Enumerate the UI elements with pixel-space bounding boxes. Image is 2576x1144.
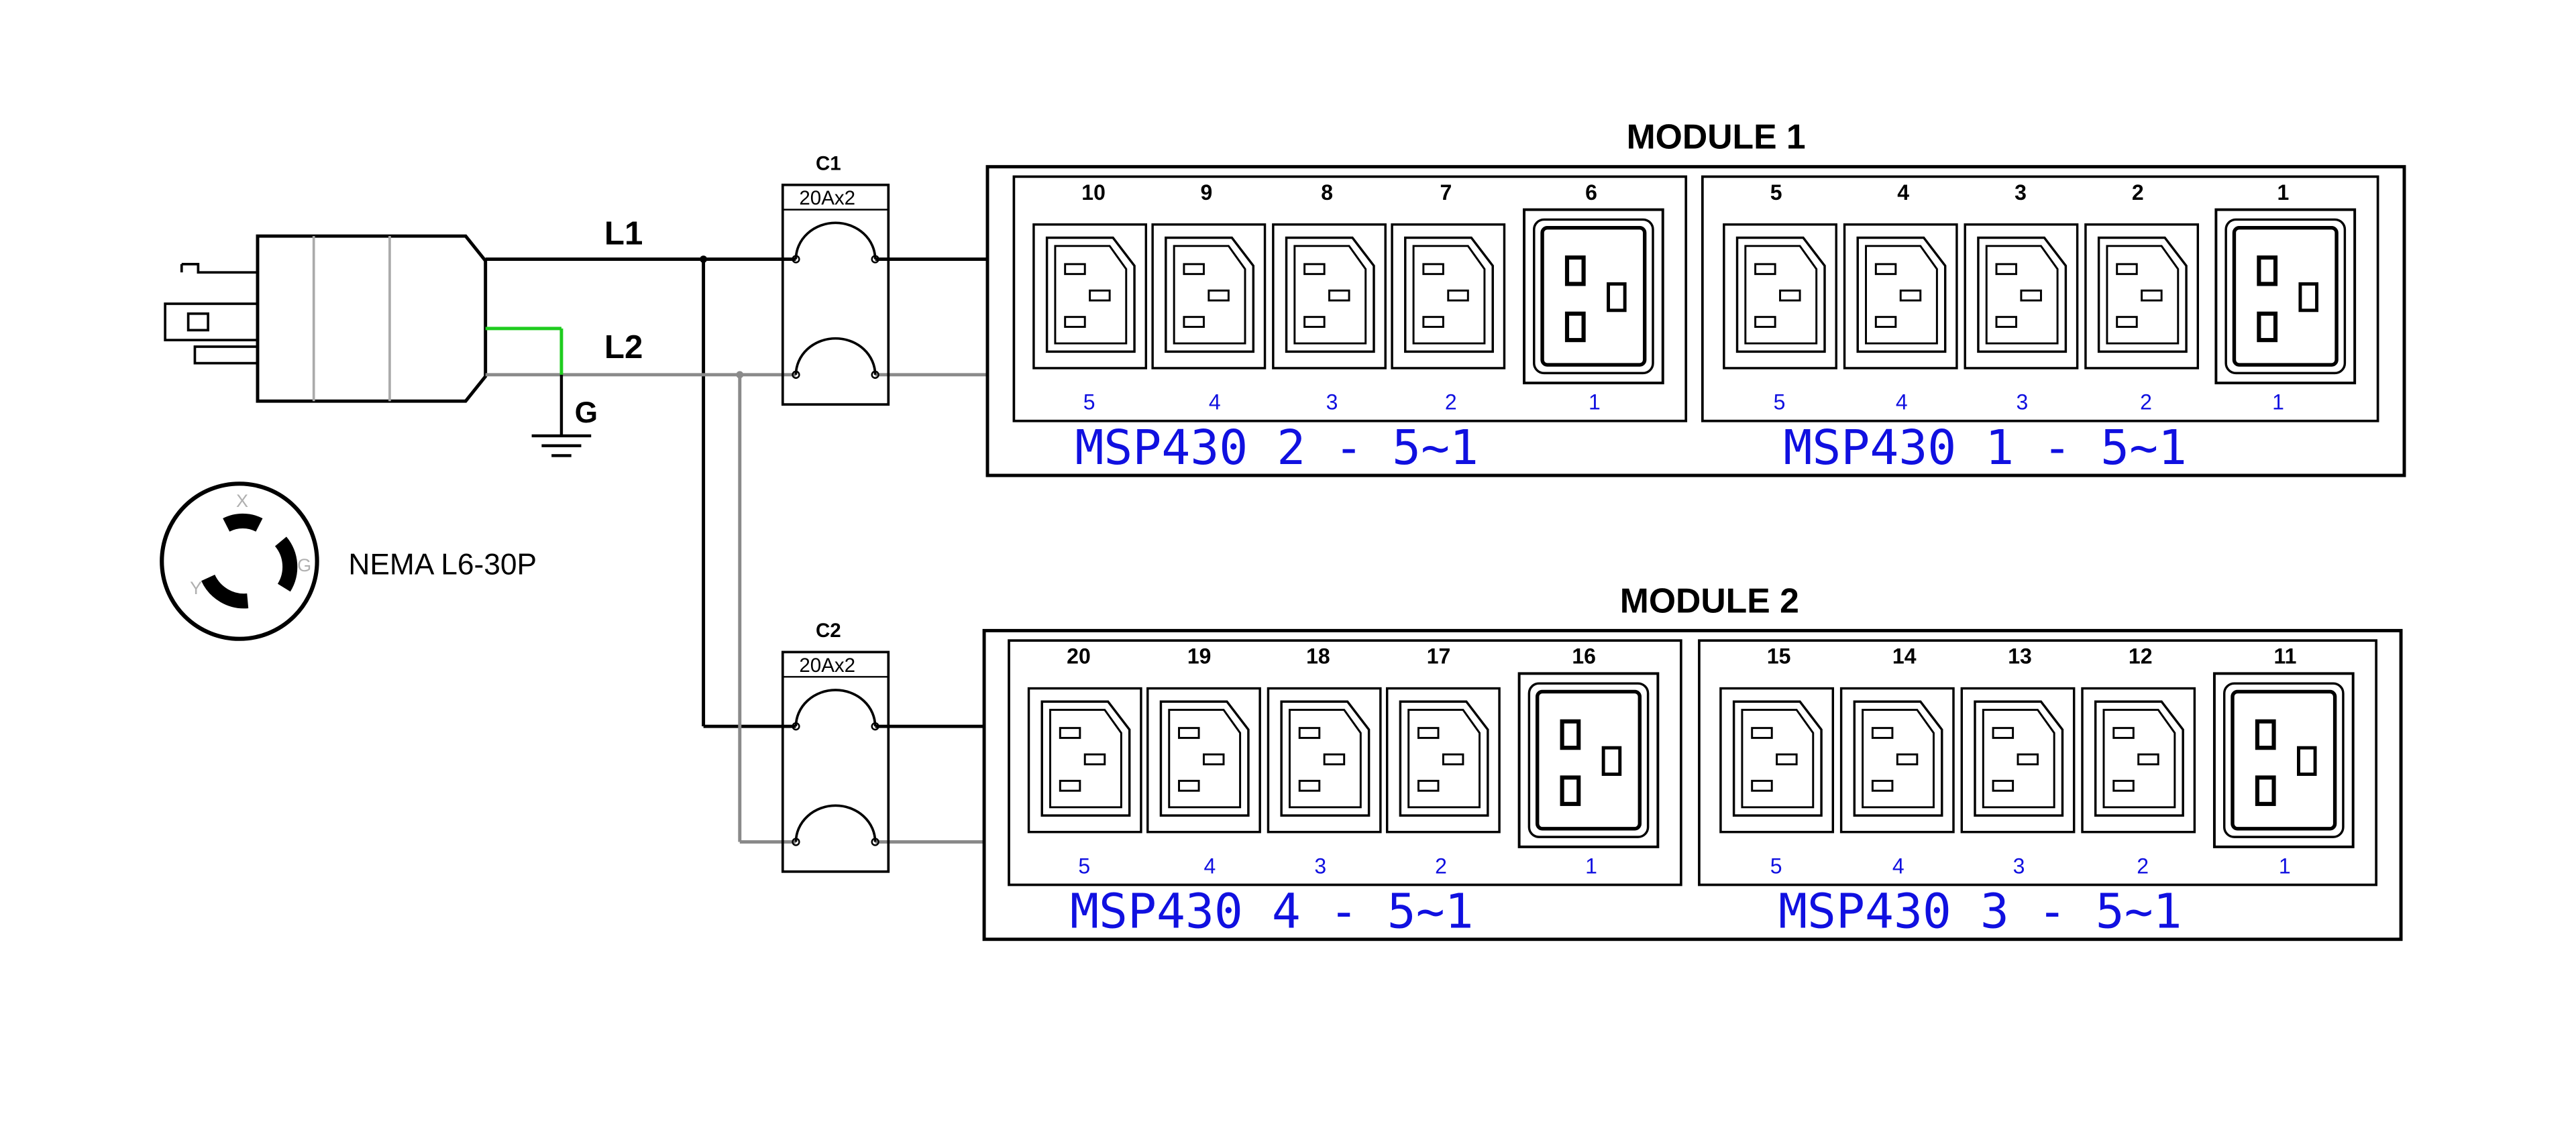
plug-type-label: NEMA L6-30P [348,549,537,581]
c13-outlet [1385,687,1501,834]
outlet-group-msp430-3: 15 14 13 12 11 5 4 3 2 1 MSP430 3 - 5~1 [1698,639,2378,939]
outlet-number: 19 [1187,644,1212,669]
c13-outlet [1960,687,2076,834]
outlet-group-label: MSP430 3 - 5~1 [1778,884,2182,939]
outlet-number: 14 [1892,644,1917,669]
ground-symbol [531,374,592,457]
terminal-y-label: Y [190,577,202,598]
outlet-sub-number: 3 [2013,854,2025,878]
c13-outlet [1723,223,1837,369]
wire-l1 [485,258,987,728]
module-1: MODULE 1 10 9 8 7 6 5 4 3 2 1 MSP430 2 -… [985,117,2406,477]
outlet-number: 2 [2132,180,2144,205]
outlet-sub-number: 4 [1203,854,1216,878]
outlet-sub-number: 2 [2137,854,2149,878]
ground-label: G [575,396,598,429]
outlet-group-label: MSP430 4 - 5~1 [1070,884,1474,939]
c19-outlet [1519,673,1658,846]
outlet-number: 1 [2277,180,2289,205]
outlet-number: 17 [1427,644,1451,669]
c13-outlet [1272,223,1387,369]
outlet-group-label: MSP430 1 - 5~1 [1783,420,2187,475]
breaker-c2-rating: 20Ax2 [799,654,855,677]
c13-outlet [1391,223,1506,369]
l1-junction [700,255,708,263]
nema-plug-face: X Y G [160,481,319,641]
c13-outlet [2084,223,2200,369]
c13-outlet [1267,687,1382,834]
plug-body [164,234,488,403]
outlet-sub-number: 2 [1435,854,1447,878]
module-1-title: MODULE 1 [1627,117,1806,156]
module-1-frame [985,165,2406,477]
c13-outlet [1839,687,1955,834]
breaker-c2-box [781,650,890,873]
outlet-sub-number: 1 [1589,390,1601,414]
breaker-c1-box [781,183,890,406]
wire-l2 [485,373,987,844]
l1-label: L1 [604,215,643,251]
breaker-c2: C2 20Ax2 [781,620,890,873]
outlet-number: 5 [1770,180,1782,205]
outlet-number: 20 [1067,644,1091,669]
outlet-number: 16 [1572,644,1596,669]
l2-junction [736,371,744,379]
outlet-sub-number: 4 [1209,390,1221,414]
breaker-c2-id: C2 [816,620,841,642]
outlet-number: 12 [2129,644,2153,669]
outlet-number: 4 [1897,180,1909,205]
outlet-number: 10 [1081,180,1106,205]
c13-outlet [1151,223,1267,369]
outlet-sub-number: 1 [1585,854,1597,878]
breaker-c1: C1 20Ax2 [781,153,890,406]
outlet-sub-number: 5 [1774,390,1786,414]
outlet-sub-number: 4 [1896,390,1908,414]
outlet-number: 13 [2008,644,2032,669]
outlet-sub-number: 3 [2017,390,2029,414]
outlet-sub-number: 2 [1445,390,1457,414]
module-2: MODULE 2 20 19 18 17 16 5 4 3 2 1 MSP430… [982,581,2403,941]
terminal-g-label: G [297,555,311,575]
outlet-sub-number: 2 [2140,390,2152,414]
c13-outlet [1146,687,1261,834]
terminal-x-label: X [236,490,248,511]
module-2-frame [982,628,2403,941]
c19-outlet [2214,673,2353,846]
c13-outlet [1843,223,1958,369]
outlet-group-label: MSP430 2 - 5~1 [1075,420,1479,475]
outlet-number: 3 [2015,180,2027,205]
breaker-c1-rating: 20Ax2 [799,187,855,209]
outlet-sub-number: 1 [2272,390,2284,414]
c19-outlet [1524,210,1663,383]
outlet-number: 9 [1201,180,1213,205]
outlet-number: 6 [1585,180,1597,205]
c13-outlet [2081,687,2196,834]
outlet-sub-number: 5 [1770,854,1782,878]
c13-outlet [1964,223,2079,369]
l2-label: L2 [604,329,643,365]
outlet-sub-number: 4 [1892,854,1904,878]
module-2-title: MODULE 2 [1620,581,1799,620]
c13-outlet [1032,223,1148,369]
c13-outlet [1027,687,1142,834]
outlet-number: 8 [1321,180,1333,205]
outlet-sub-number: 5 [1083,390,1095,414]
outlet-number: 15 [1767,644,1791,669]
c19-outlet [2216,210,2355,383]
wire-ground [485,327,564,375]
outlet-sub-number: 5 [1078,854,1090,878]
outlet-number: 18 [1306,644,1330,669]
outlet-number: 11 [2274,644,2297,669]
outlet-group-msp430-1: 5 4 3 2 1 5 4 3 2 1 MSP430 1 - 5~1 [1701,175,2379,475]
outlet-number: 7 [1440,180,1452,205]
outlet-sub-number: 1 [2279,854,2291,878]
outlet-sub-number: 3 [1326,390,1338,414]
breaker-c1-id: C1 [816,153,841,175]
outlet-group-msp430-4: 20 19 18 17 16 5 4 3 2 1 MSP430 4 - 5~1 [1008,639,1682,939]
outlet-sub-number: 3 [1314,854,1326,878]
outlet-group-msp430-2: 10 9 8 7 6 5 4 3 2 1 MSP430 2 - 5~1 [1012,175,1688,475]
c13-outlet [1719,687,1835,834]
